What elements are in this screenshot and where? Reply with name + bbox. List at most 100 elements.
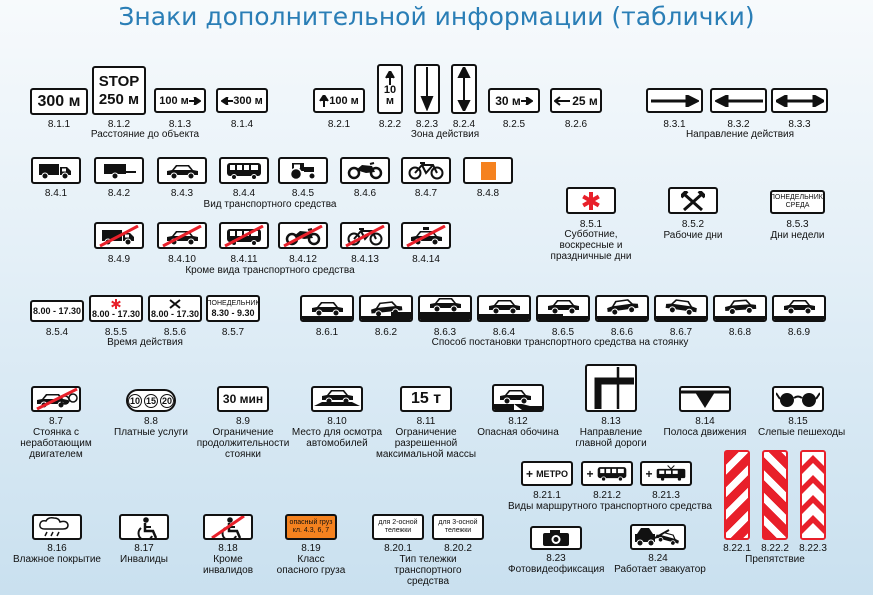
sign-number: 8.5.2 — [681, 219, 705, 230]
group-description: Опасная обочина — [477, 427, 559, 438]
sign-number: 8.21.1 — [533, 490, 561, 501]
arrow-right-icon — [650, 94, 699, 107]
sign-8-21-1: + МЕТРО — [521, 461, 573, 486]
no-wheelchair-icon — [211, 516, 245, 538]
sign-8-6-5 — [536, 295, 590, 322]
parking-on-road-icon — [302, 301, 352, 320]
tram-icon — [655, 465, 686, 482]
hammer-pick-icon — [169, 298, 181, 309]
group-description: Зона действия — [410, 129, 480, 140]
no-truck-icon — [99, 224, 139, 247]
sign-number: 8.6.1 — [315, 327, 339, 338]
sign-8-4-8 — [463, 157, 513, 184]
sign-8-12 — [492, 384, 544, 412]
group-description: Место для осмотра автомобилей — [291, 427, 383, 449]
sign-8-4-4 — [219, 157, 269, 184]
sign-8-4-6 — [340, 157, 390, 184]
sign-number: 8.2.6 — [564, 119, 588, 130]
sign-number: 8.16 — [47, 543, 67, 554]
sign-number: 8.6.3 — [433, 327, 457, 338]
no-car-icon — [162, 224, 202, 247]
sign-8-21-2: + — [581, 461, 633, 486]
group-description: Инвалиды — [120, 554, 168, 565]
sign-8-2-2: 10 м — [377, 64, 403, 114]
asterisk-icon — [582, 191, 600, 210]
rain-cloud-icon — [39, 517, 69, 537]
sign-8-4-11 — [219, 222, 269, 249]
parking-icon — [538, 299, 588, 320]
parking-icon — [597, 297, 647, 320]
arrow-left-icon — [221, 96, 234, 105]
group-description: Кроме вида транспортного средства — [185, 265, 355, 276]
sign-number: 8.6.8 — [728, 327, 752, 338]
value-10: 10 — [128, 393, 142, 408]
sign-number: 8.9 — [236, 416, 250, 427]
sign-8-9: 30 мин — [217, 386, 269, 412]
group-description: Работает эвакуатор — [614, 564, 706, 575]
arrow-left-icon — [714, 94, 763, 107]
camera-icon — [543, 530, 569, 546]
trailer-icon — [103, 163, 137, 180]
sign-line: 8.30 - 9.30 — [211, 307, 255, 318]
arrow-down-icon — [420, 67, 434, 111]
group-description: Фотовидеофиксация — [508, 564, 605, 575]
engine-off-icon — [36, 388, 78, 410]
lane-arrow-icon — [681, 390, 729, 408]
sign-number: 8.1.2 — [107, 119, 131, 130]
sign-line: СРЕДА — [785, 202, 810, 209]
hammer-pick-icon — [681, 190, 705, 211]
sign-number: 8.4.9 — [107, 254, 131, 265]
group-description: Ограничение разрешенной максимальной мас… — [375, 427, 477, 460]
group-description: Субботние, воскресные и праздничные дни — [550, 229, 632, 262]
sign-8-7 — [31, 386, 81, 412]
sign-number: 8.11 — [416, 416, 436, 427]
arrow-left-right-icon — [775, 94, 824, 107]
group-description: Ограничение продолжительности стоянки — [196, 427, 290, 460]
no-taxi-icon — [406, 224, 446, 247]
parking-icon — [774, 299, 824, 320]
sign-number: 8.2.5 — [502, 119, 526, 130]
sign-number: 8.5.3 — [786, 219, 809, 230]
sign-number: 8.20.1 — [384, 543, 412, 554]
sign-number: 8.1.4 — [230, 119, 254, 130]
sign-8-6-1 — [300, 295, 354, 322]
sign-8-2-5: 30 м — [488, 88, 540, 113]
dangerous-shoulder-icon — [494, 389, 542, 410]
sign-8-4-2 — [94, 157, 144, 184]
arrow-up-down-icon — [457, 67, 471, 111]
sign-number: 8.22.1 — [723, 543, 751, 554]
sign-number: 8.4.14 — [412, 254, 440, 265]
sign-8-20-2: для 3-осной тележки — [432, 514, 484, 540]
sign-number: 8.8 — [144, 416, 158, 427]
parking-icon — [715, 298, 765, 320]
sign-number: 8.4.3 — [170, 188, 194, 199]
sign-8-3-1 — [646, 88, 703, 113]
sign-number: 8.23 — [546, 553, 566, 564]
sign-number: 8.12 — [508, 416, 528, 427]
sign-number: 8.22.3 — [799, 543, 827, 554]
group-description: Рабочие дни — [663, 230, 723, 241]
sign-8-6-8 — [713, 295, 767, 322]
sign-8-3-3 — [771, 88, 828, 113]
sign-8-2-6: 25 м — [550, 88, 602, 113]
sign-number: 8.3.3 — [788, 119, 811, 130]
sign-8-5-2 — [668, 187, 718, 214]
sign-8-4-13 — [340, 222, 390, 249]
sign-8-8: 10 15 20 — [126, 389, 176, 412]
parking-icon — [479, 299, 529, 320]
sign-8-22-1 — [724, 450, 750, 540]
sign-number: 8.24 — [648, 553, 668, 564]
sign-8-16 — [32, 514, 82, 540]
sign-8-4-1 — [31, 157, 81, 184]
sign-line: тележки — [384, 527, 412, 534]
arrow-left-right-icon — [554, 95, 571, 106]
group-description: Платные услуги — [114, 427, 188, 438]
wheelchair-icon — [137, 516, 157, 538]
group-description: Тип тележки транспортного средства — [394, 554, 462, 587]
sign-8-10 — [311, 386, 363, 412]
sign-8-24 — [630, 524, 686, 550]
sign-number: 8.4.7 — [414, 188, 438, 199]
sign-number: 8.3.1 — [663, 119, 686, 130]
sign-number: 8.2.1 — [327, 119, 351, 130]
truck-icon — [38, 163, 72, 180]
